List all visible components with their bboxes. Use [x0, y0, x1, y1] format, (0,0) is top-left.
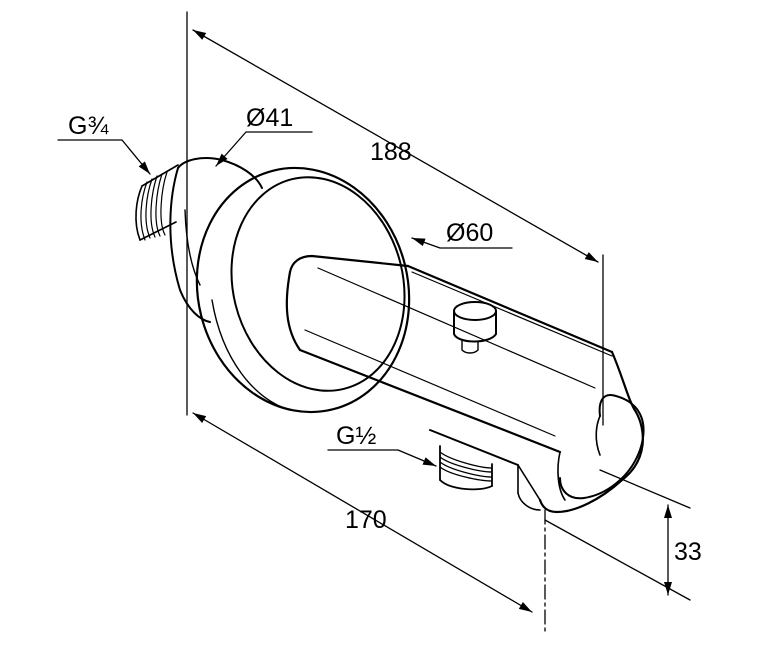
label-mount-length: 170	[345, 506, 387, 534]
body-cylinder	[169, 157, 263, 323]
dimension-lines	[192, 29, 672, 613]
dimension-line-170	[192, 412, 533, 613]
leader-thread-inlet	[57, 139, 151, 175]
label-outlet-height: 33	[674, 538, 702, 566]
label-thread-inlet: G¾	[68, 112, 109, 140]
extension-lines	[186, 11, 691, 636]
diverter-knob	[453, 301, 497, 354]
dimension-line-188	[192, 29, 599, 263]
leader-diameter-body	[215, 131, 313, 167]
label-diameter-body: Ø41	[246, 104, 293, 132]
rosette-flange	[195, 166, 411, 414]
label-diameter-rosette: Ø60	[446, 219, 493, 247]
label-overall-length: 188	[370, 138, 412, 166]
spout-end-face	[517, 350, 645, 514]
leader-thread-outlet	[327, 449, 437, 467]
leader-diameter-rosette	[411, 237, 513, 249]
label-thread-outlet: G½	[336, 422, 376, 450]
dimension-labels: G¾ Ø41 188 Ø60 G½ 170 33	[68, 104, 702, 566]
leader-lines	[57, 131, 513, 467]
